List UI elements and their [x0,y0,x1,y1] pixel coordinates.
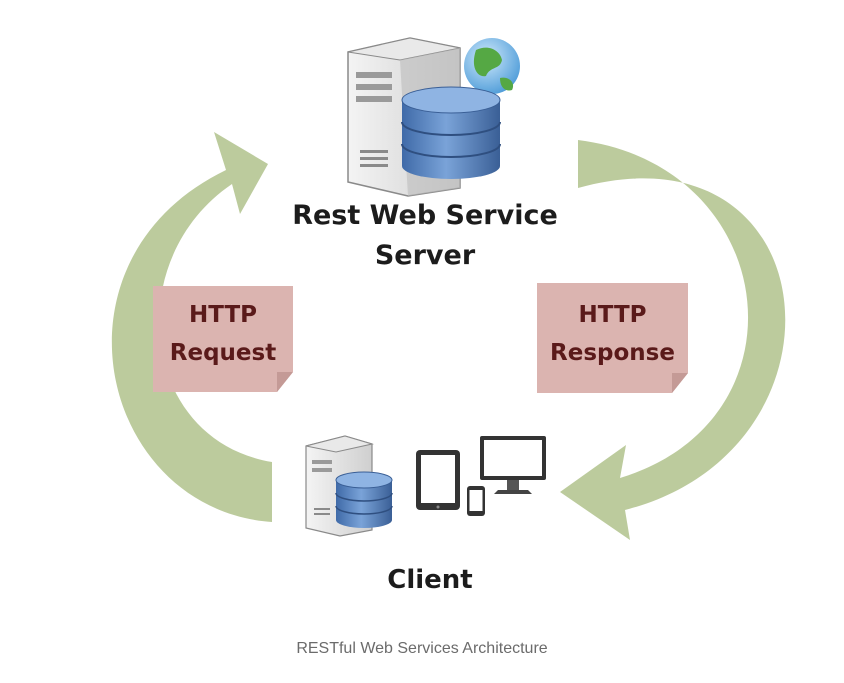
response-arrow [560,140,786,540]
request-note-line1: HTTP [188,302,257,328]
client-label: Client [387,565,473,595]
request-note: HTTP Request [153,296,293,372]
response-note-box [537,283,688,393]
response-note-line2: Response [550,340,675,366]
server-label-line2: Server [374,240,476,271]
phone-icon [467,486,485,516]
monitor-icon [480,436,546,494]
server-label-line1: Rest Web Service [292,200,558,231]
response-note: HTTP Response [537,296,688,372]
tablet-icon [416,450,460,510]
figure-caption: RESTful Web Services Architecture [296,640,548,657]
request-note-box [153,286,293,392]
client-database-icon [335,471,393,528]
server-label: Rest Web Service Server [270,196,580,276]
globe-icon [464,38,520,94]
request-note-line2: Request [169,340,277,366]
response-note-line1: HTTP [578,302,647,328]
request-arrow [111,132,272,522]
database-icon [401,86,501,179]
